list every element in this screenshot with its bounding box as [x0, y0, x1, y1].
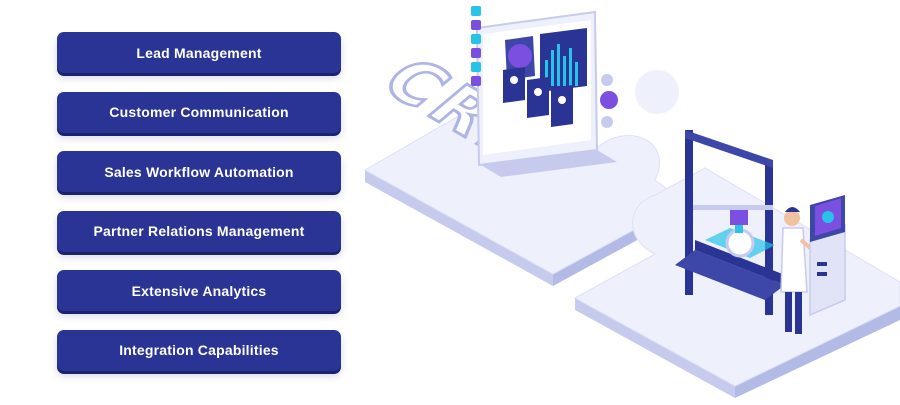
feature-lead-management: Lead Management: [57, 32, 341, 73]
3d-printer: [675, 130, 785, 315]
crm-puzzle-piece: [363, 70, 686, 286]
feature-list: Lead Management Customer Communication S…: [57, 32, 341, 389]
engineer-figure: [780, 207, 819, 334]
chart-icons: [600, 74, 618, 128]
crm-dashboard-monitor: [471, 6, 618, 177]
control-panel: [809, 195, 846, 317]
illustration-svg: CRM: [363, 6, 900, 398]
feature-extensive-analytics: Extensive Analytics: [57, 270, 341, 311]
feature-customer-communication: Customer Communication: [57, 91, 341, 133]
feature-integration-capabilities: Integration Capabilities: [57, 329, 341, 371]
feature-partner-relations-management: Partner Relations Management: [57, 210, 341, 252]
side-app-icons: [471, 6, 481, 86]
feature-sales-workflow-automation: Sales Workflow Automation: [57, 151, 341, 192]
crm-puzzle-illustration: CRM: [355, 0, 900, 400]
